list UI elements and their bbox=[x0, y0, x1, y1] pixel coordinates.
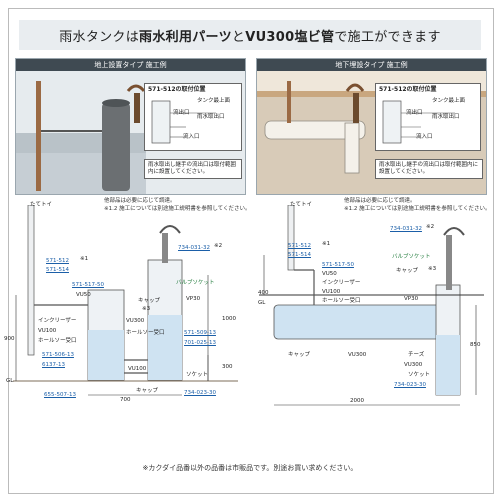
left-dim-900: 900 bbox=[4, 336, 15, 342]
right-label-cap-mark: ※3 bbox=[428, 266, 437, 272]
headline-banner: 雨水タンクは 雨水利用パーツ と VU300塩ビ管 で施工ができます bbox=[19, 20, 481, 50]
left-label-vu300: VU300 bbox=[126, 318, 145, 324]
right-label-571-512-mark: ※1 bbox=[322, 241, 331, 247]
banner-text-4: VU300塩ビ管 bbox=[245, 29, 335, 45]
left-label-571-506: 571-506-13 bbox=[42, 352, 74, 358]
right-label-vu300-2: VU300 bbox=[404, 362, 423, 368]
right-panel-title: 地下埋設タイプ 施工例 bbox=[257, 59, 486, 71]
left-note: 雨水取出し継手の流出口は取付範囲内に設置してください。 bbox=[144, 159, 242, 179]
right-label-tateoi: たてトイ bbox=[290, 202, 313, 208]
left-label-tateoi: たてトイ bbox=[30, 202, 53, 208]
left-label-valve-socket: バルブソケット bbox=[176, 280, 215, 286]
left-footnote-1: 他部品は必要に応じて調達。 bbox=[104, 198, 176, 204]
left-label-571-512: 571-512 bbox=[46, 258, 69, 264]
left-label-655-507: 655-507-13 bbox=[44, 392, 76, 398]
left-label-701-025: 701-025-13 bbox=[184, 340, 216, 346]
right-callout-diagram bbox=[382, 100, 455, 144]
right-footnote-1: 他部品は必要に応じて調達。 bbox=[344, 198, 416, 204]
left-label-571-514: 571-514 bbox=[46, 267, 69, 273]
banner-text-2: 雨水利用パーツ bbox=[139, 29, 232, 45]
right-label-cap-bottom: キャップ bbox=[288, 352, 311, 358]
right-callout-item-3: 雨水取出口 bbox=[432, 114, 460, 120]
right-label-571-512: 571-512 bbox=[288, 243, 311, 249]
left-callout-heading: 571-512の取付位置 bbox=[148, 86, 206, 93]
right-label-hose-socket: ホールソー受口 bbox=[322, 298, 361, 304]
right-label-vp30: VP30 bbox=[404, 296, 419, 302]
left-callout-item-2: 流出口 bbox=[173, 110, 190, 116]
banner-text-5: で施工ができます bbox=[334, 29, 441, 45]
right-dim-400: 400 bbox=[258, 290, 269, 296]
right-callout-item-4: 流入口 bbox=[416, 134, 433, 140]
right-label-vu300: VU300 bbox=[348, 352, 367, 358]
left-dim-700: 700 bbox=[120, 397, 131, 403]
right-label-vu50: VU50 bbox=[322, 271, 337, 277]
right-label-571-514: 571-514 bbox=[288, 252, 311, 258]
left-label-vu100: VU100 bbox=[38, 328, 57, 334]
left-panel-title: 地上設置タイプ 施工例 bbox=[16, 59, 245, 71]
banner-text-3: と bbox=[231, 29, 246, 45]
right-label-734-031: 734-031-32 bbox=[390, 226, 422, 232]
right-label-socket: ソケット bbox=[408, 372, 431, 378]
right-note: 雨水取出し継手の流出口は取付範囲内に設置してください。 bbox=[375, 159, 483, 179]
left-label-571-509: 571-509-13 bbox=[184, 330, 216, 336]
right-label-vu100: VU100 bbox=[322, 289, 341, 295]
left-label-734-031-mark: ※2 bbox=[214, 243, 223, 249]
left-photo-panel: 地上設置タイプ 施工例 571-512の取付位置 タンク最上面 流出口 雨水取出… bbox=[15, 58, 246, 195]
left-label-cap: キャップ bbox=[138, 298, 161, 304]
right-label-valve-socket: バルブソケット bbox=[392, 254, 431, 260]
right-dim-2000: 2000 bbox=[350, 398, 364, 404]
right-footnote-2: ※1.2 施工については別途施工説明書を参照してください。 bbox=[344, 206, 491, 212]
left-illustration bbox=[16, 71, 245, 194]
right-photo-panel: 地下埋設タイプ 施工例 571-512の取付位置 タンク最上面 流出口 雨水取出… bbox=[256, 58, 487, 195]
right-label-571-517: 571-517-50 bbox=[322, 262, 354, 268]
left-label-571-517: 571-517-50 bbox=[72, 282, 104, 288]
left-label-vu100-2: VU100 bbox=[128, 366, 147, 372]
left-label-734-023: 734-023-30 bbox=[184, 390, 216, 396]
left-label-vp30: VP30 bbox=[186, 296, 201, 302]
right-label-734-023: 734-023-30 bbox=[394, 382, 426, 388]
right-mount-callout: 571-512の取付位置 タンク最上面 流出口 雨水取出口 流入口 bbox=[375, 83, 481, 151]
left-label-571-512-mark: ※1 bbox=[80, 256, 89, 262]
right-dim-850: 850 bbox=[470, 342, 481, 348]
left-label-increaser: インクリーザー bbox=[38, 318, 77, 324]
left-callout-diagram bbox=[151, 100, 216, 144]
right-callout-item-2: 流出口 bbox=[406, 110, 423, 116]
right-ground-gl: GL bbox=[258, 300, 266, 306]
left-dim-1000: 1000 bbox=[222, 316, 236, 322]
right-label-cap: キャップ bbox=[396, 268, 419, 274]
bottom-note: ※カクダイ品番以外の品番は市販品です。別途お買い求めください。 bbox=[142, 464, 358, 472]
banner-text-1: 雨水タンクは bbox=[59, 29, 140, 45]
left-label-socket: ソケット bbox=[186, 372, 209, 378]
right-callout-item-1: タンク最上面 bbox=[432, 98, 466, 104]
left-dim-300: 300 bbox=[222, 364, 233, 370]
left-footnote-2: ※1.2 施工については別途施工説明書を参照してください。 bbox=[104, 206, 251, 212]
right-label-cheese: チーズ bbox=[408, 352, 425, 358]
right-callout-heading: 571-512の取付位置 bbox=[379, 86, 437, 93]
left-label-vu50: VU50 bbox=[76, 292, 91, 298]
left-label-hose-socket: ホールソー受口 bbox=[38, 338, 77, 344]
left-label-734-031: 734-031-32 bbox=[178, 245, 210, 251]
left-callout-item-3: 雨水取出口 bbox=[197, 114, 225, 120]
left-mount-callout: 571-512の取付位置 タンク最上面 流出口 雨水取出口 流入口 bbox=[144, 83, 242, 151]
left-label-cap-bottom: キャップ bbox=[136, 388, 159, 394]
right-label-734-031-mark: ※2 bbox=[426, 224, 435, 230]
left-label-6137: 6137-13 bbox=[42, 362, 65, 368]
right-technical-diagram bbox=[259, 205, 484, 406]
right-label-increaser: インクリーザー bbox=[322, 280, 361, 286]
left-label-cap-mark: ※3 bbox=[142, 306, 151, 312]
left-callout-item-1: タンク最上面 bbox=[197, 98, 231, 104]
left-ground-gl: GL bbox=[6, 378, 14, 384]
left-technical-diagram bbox=[13, 205, 238, 396]
left-label-hose-socket-2: ホールソー受口 bbox=[126, 330, 165, 336]
left-callout-item-4: 流入口 bbox=[183, 134, 200, 140]
